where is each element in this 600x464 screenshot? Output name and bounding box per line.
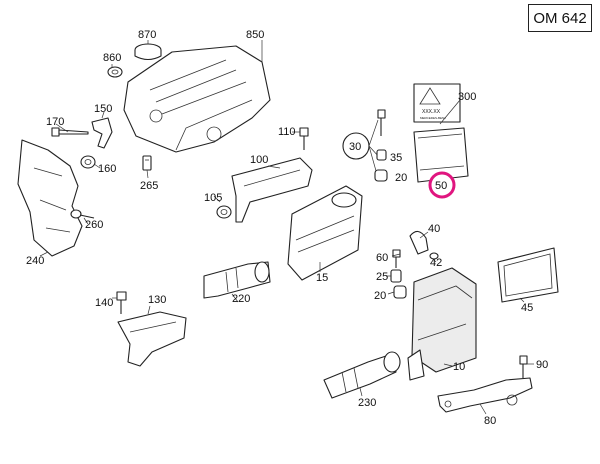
label-30[interactable]: 30 — [349, 141, 361, 153]
part-260-screw[interactable] — [70, 209, 95, 219]
part-150-bracket[interactable] — [91, 117, 113, 149]
part-160-rubber-mount[interactable] — [80, 155, 96, 169]
label-15[interactable]: 15 — [316, 272, 328, 284]
label-230[interactable]: 230 — [358, 397, 376, 409]
part-850-engine-cover[interactable] — [123, 45, 271, 153]
warning-label-brand: MERCEDES-BENZ — [420, 116, 446, 120]
part-40-intake-elbow[interactable] — [409, 230, 429, 255]
highlight-ring-50[interactable] — [428, 171, 456, 199]
part-240-insulation[interactable] — [17, 139, 83, 257]
part-60-bolt[interactable] — [392, 249, 401, 268]
label-25[interactable]: 25 — [376, 271, 388, 283]
label-150[interactable]: 150 — [94, 103, 112, 115]
part-42-ring[interactable] — [429, 252, 439, 260]
part-860-grommet[interactable] — [107, 66, 123, 78]
part-50-air-filter[interactable] — [413, 127, 469, 183]
label-870[interactable]: 870 — [138, 29, 156, 41]
label-80[interactable]: 80 — [484, 415, 496, 427]
label-260[interactable]: 260 — [85, 219, 103, 231]
label-35[interactable]: 35 — [390, 152, 402, 164]
label-50[interactable]: 50 — [435, 180, 447, 192]
part-170-bolt[interactable] — [51, 127, 89, 137]
label-220[interactable]: 220 — [232, 293, 250, 305]
part-35-spacer[interactable] — [376, 149, 387, 161]
label-160[interactable]: 160 — [98, 163, 116, 175]
label-42[interactable]: 42 — [430, 257, 442, 269]
part-20-grommet-upper[interactable] — [374, 169, 388, 182]
part-130-bracket[interactable] — [117, 311, 187, 367]
label-40[interactable]: 40 — [428, 223, 440, 235]
label-20-lower[interactable]: 20 — [374, 290, 386, 302]
part-80-mount-bracket[interactable] — [437, 377, 533, 413]
label-60[interactable]: 60 — [376, 252, 388, 264]
label-100[interactable]: 100 — [250, 154, 268, 166]
part-15-air-filter-upper[interactable] — [287, 185, 363, 281]
part-10-air-filter-lower[interactable] — [407, 267, 477, 381]
part-300-warning-label[interactable]: XXX.XX MERCEDES-BENZ — [413, 83, 461, 123]
part-105-grommet[interactable] — [216, 205, 232, 219]
warning-label-code: XXX.XX — [422, 109, 441, 115]
part-45-gasket[interactable] — [497, 247, 559, 303]
label-265[interactable]: 265 — [140, 180, 158, 192]
label-300[interactable]: 300 — [458, 91, 476, 103]
part-870-oil-cap[interactable] — [134, 43, 162, 61]
label-130[interactable]: 130 — [148, 294, 166, 306]
label-170[interactable]: 170 — [46, 116, 64, 128]
leader-lines — [39, 40, 534, 415]
part-220-intake-hose[interactable] — [203, 261, 271, 299]
part-100-air-duct-bracket[interactable] — [231, 157, 313, 223]
label-110[interactable]: 110 — [278, 126, 296, 138]
part-230-air-duct[interactable] — [323, 351, 401, 399]
label-850[interactable]: 850 — [246, 29, 264, 41]
part-140-bolt[interactable] — [116, 291, 127, 314]
label-860[interactable]: 860 — [103, 52, 121, 64]
label-45[interactable]: 45 — [521, 302, 533, 314]
part-110-bolt[interactable] — [299, 127, 309, 150]
part-30-callout[interactable] — [342, 119, 381, 179]
part-labels: 870 860 850 170 150 160 265 110 100 30 3… — [26, 29, 548, 427]
label-90[interactable]: 90 — [536, 359, 548, 371]
label-105[interactable]: 105 — [204, 192, 222, 204]
part-30-bolt[interactable] — [377, 109, 386, 136]
part-90-bolt[interactable] — [519, 355, 528, 378]
part-25-spacer[interactable] — [390, 269, 402, 283]
engine-code-label: OM 642 — [528, 4, 592, 32]
label-140[interactable]: 140 — [95, 297, 113, 309]
part-265-sensor[interactable] — [142, 155, 152, 171]
label-20-upper[interactable]: 20 — [395, 172, 407, 184]
label-10[interactable]: 10 — [453, 361, 465, 373]
label-240[interactable]: 240 — [26, 255, 44, 267]
part-20-grommet-lower[interactable] — [393, 285, 407, 299]
